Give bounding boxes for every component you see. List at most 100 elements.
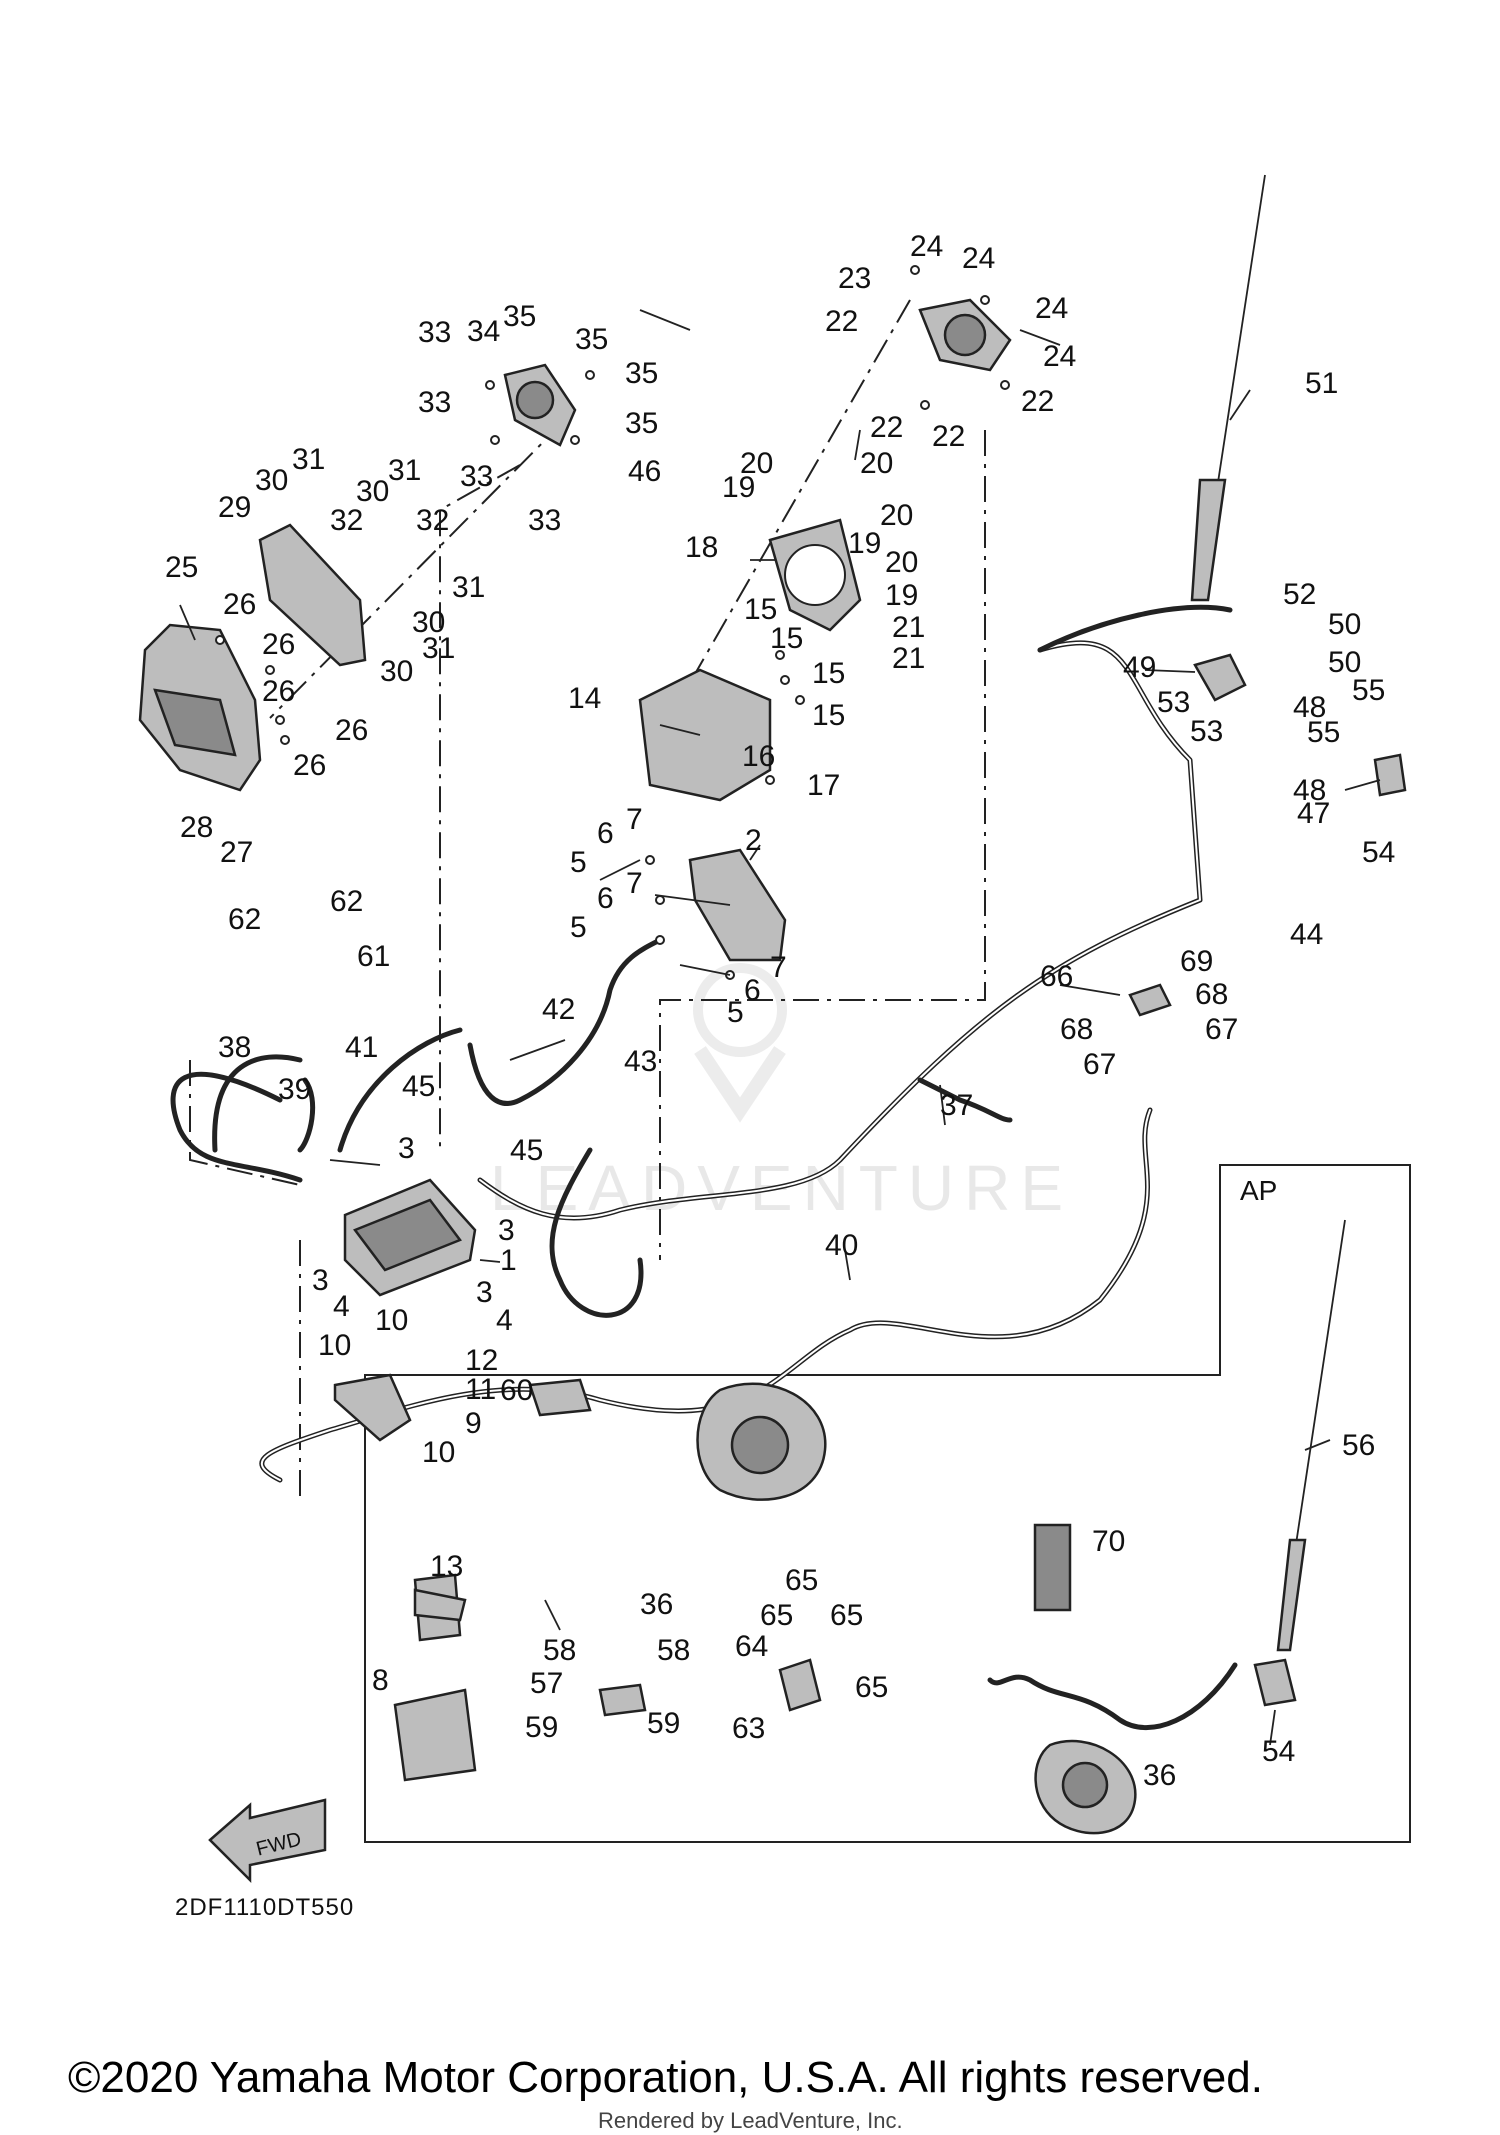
callout: 3 [476,1276,493,1309]
callout: 39 [278,1073,311,1106]
callout: 45 [402,1070,435,1103]
callout: 62 [330,885,363,918]
callout: 36 [640,1588,673,1621]
callout: 5 [570,846,587,879]
callout: 50 [1328,608,1361,641]
callout: 52 [1283,578,1316,611]
callout: 31 [292,443,325,476]
callout: 25 [165,551,198,584]
callout: 48 [1293,774,1326,807]
callout: 22 [825,305,858,338]
callout: 7 [626,867,643,900]
callout: 65 [760,1599,793,1632]
callout: 26 [262,675,295,708]
callout: 27 [220,836,253,869]
callout: 15 [770,622,803,655]
callout: 55 [1307,716,1340,749]
callout: 22 [932,420,965,453]
callout: 20 [860,447,893,480]
callout: 33 [418,386,451,419]
callout: 10 [318,1329,351,1362]
callout: 33 [528,504,561,537]
callout: 6 [744,974,761,1007]
callout: 59 [647,1707,680,1740]
callout: 53 [1190,715,1223,748]
rendered-by-text: Rendered by LeadVenture, Inc. [598,2108,903,2133]
callout: 65 [855,1671,888,1704]
callout: 15 [812,657,845,690]
callout: 30 [255,464,288,497]
callout: 51 [1305,367,1338,400]
callout: 26 [293,749,326,782]
callout: 35 [503,300,536,333]
callout: 35 [625,357,658,390]
callout: 15 [744,593,777,626]
leader-lines [179,309,1381,1746]
callout: 20 [880,499,913,532]
callout: 32 [330,504,363,537]
callout: 58 [543,1634,576,1667]
callout: 45 [510,1134,543,1167]
callout: 22 [870,411,903,444]
callout: 16 [742,740,775,773]
callout: 21 [892,642,925,675]
callout: 4 [496,1304,513,1337]
callout: 36 [1143,1759,1176,1792]
callout: 26 [335,714,368,747]
callout: 54 [1262,1735,1295,1768]
callout: 9 [465,1407,482,1440]
callout: 30 [356,475,389,508]
callout: 26 [223,588,256,621]
callout: 31 [388,454,421,487]
callouts: 1 2 3 3 3 3 4 4 5 5 5 6 6 6 7 7 7 8 9 10… [165,230,1395,1792]
callout: 17 [807,769,840,802]
callout: 12 [465,1344,498,1377]
callout: 6 [597,882,614,915]
callout: 68 [1060,1013,1093,1046]
callout: 65 [830,1599,863,1632]
callout: 35 [625,407,658,440]
callout: 38 [218,1031,251,1064]
callout: 21 [892,611,925,644]
callout: 67 [1205,1013,1238,1046]
callout: 65 [785,1564,818,1597]
callout: 29 [218,491,251,524]
callout: 55 [1352,674,1385,707]
part-code: 2DF1110DT550 [175,1894,354,1921]
callout: 22 [1021,385,1054,418]
callout: 50 [1328,646,1361,679]
callout: 3 [398,1132,415,1165]
callout: 46 [628,455,661,488]
callout: 37 [940,1089,973,1122]
callout: 56 [1342,1429,1375,1462]
callout: 40 [825,1229,858,1262]
callout: 70 [1092,1525,1125,1558]
callout: 44 [1290,918,1323,951]
callout: 3 [312,1264,329,1297]
callout: 30 [412,606,445,639]
callout: 61 [357,940,390,973]
callout: 19 [848,527,881,560]
callout: 63 [732,1712,765,1745]
callout: 42 [542,993,575,1026]
callout: 41 [345,1031,378,1064]
callout: 14 [568,682,601,715]
callout: 23 [838,262,871,295]
callout: 24 [910,230,943,263]
callout: 58 [657,1634,690,1667]
ap-section: AP [364,1164,1411,1843]
callout: 15 [812,699,845,732]
reference-lines [189,299,986,1500]
callout: 54 [1362,836,1395,869]
callout: 20 [740,447,773,480]
callout: 6 [597,817,614,850]
ap-section-label: AP [1240,1175,1277,1206]
callout: 32 [416,504,449,537]
callout: 60 [500,1374,533,1407]
callout: 19 [722,471,755,504]
callout: 33 [418,316,451,349]
callout: 20 [885,546,918,579]
callout: 47 [1297,797,1330,830]
callout: 7 [626,803,643,836]
